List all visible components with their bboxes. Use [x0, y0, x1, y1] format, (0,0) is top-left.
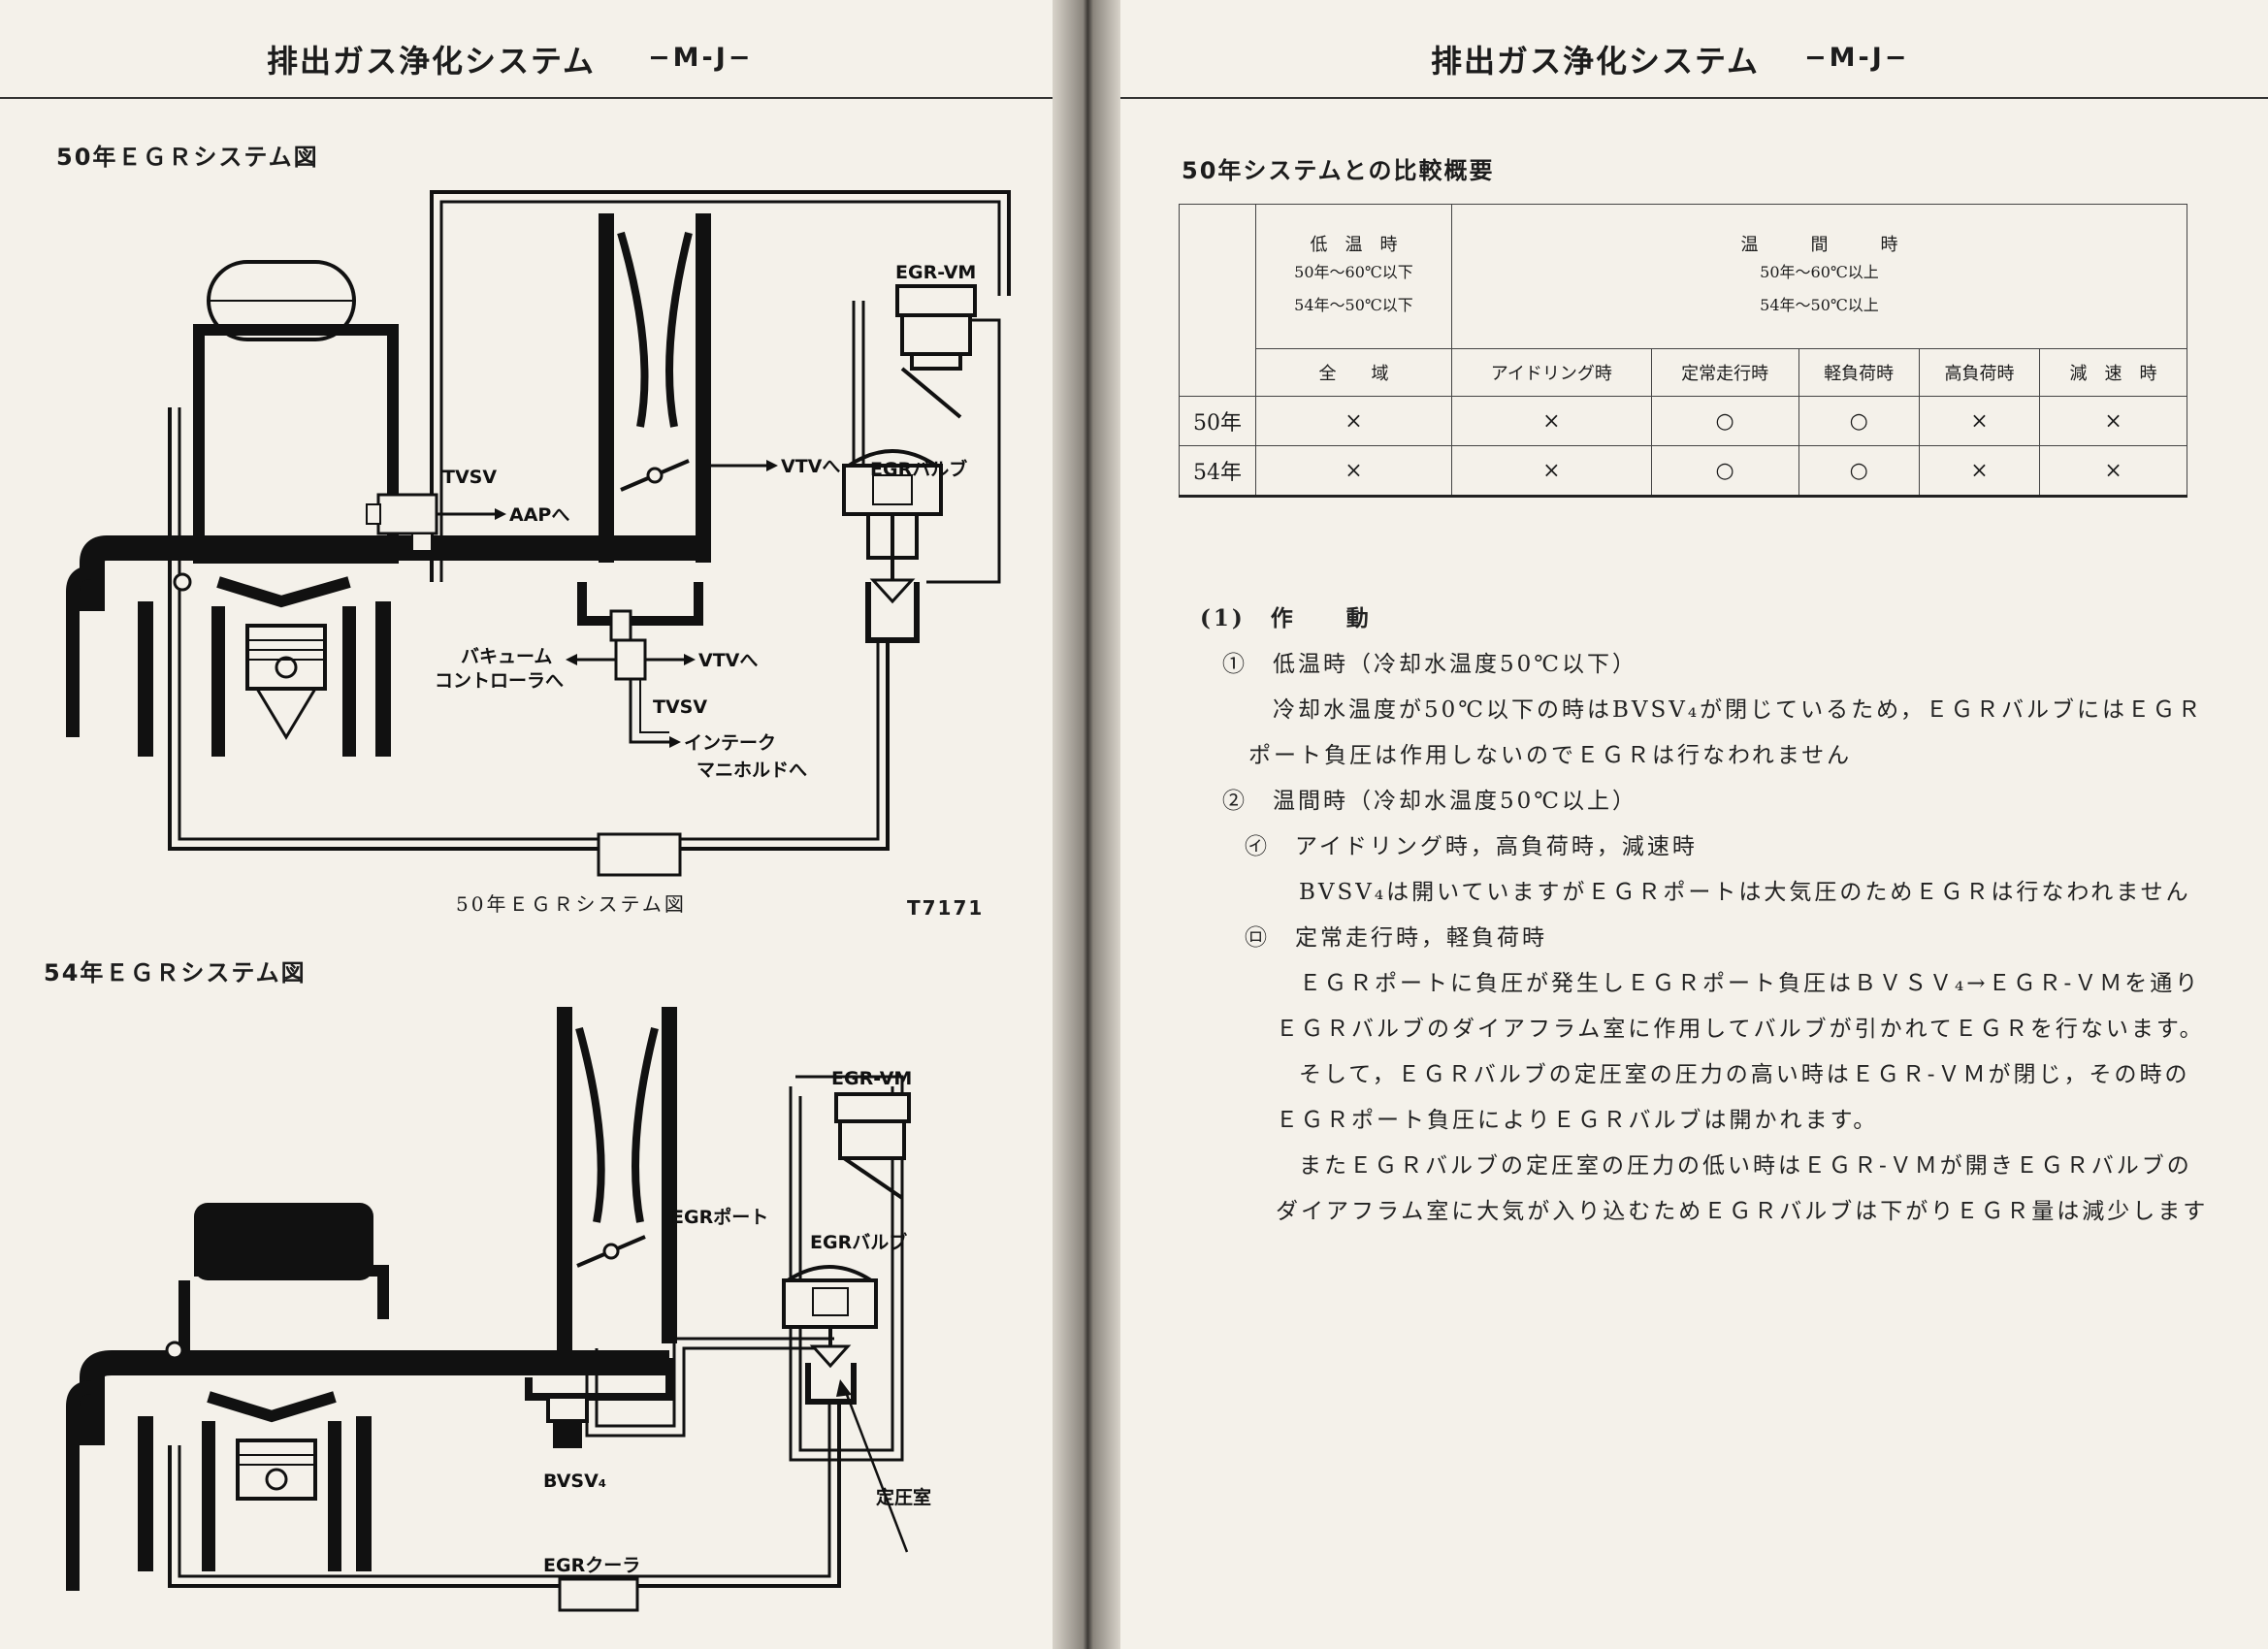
table-cell: ○	[1650, 445, 1799, 498]
fig1-label-vtv-top: VTVへ	[781, 456, 840, 477]
paragraph-line: ポート負圧は作用しないのでＥＧＲは行なわれません	[1248, 743, 1853, 768]
right-header-code: −M-J−	[1804, 43, 1910, 73]
fig1-heading: 50年ＥＧＲシステム図	[56, 144, 319, 171]
paragraph-line: 冷却水温度が50℃以下の時はBVSV₄が閉じているため，ＥＧＲバルブにはＥＧＲ	[1273, 697, 2203, 723]
fig1-label-intake-2: マニホルドへ	[697, 760, 807, 781]
paragraph-line: ＥＧＲバルブのダイアフラム室に作用してバルブが引かれてＥＧＲを行ないます。	[1276, 1017, 2205, 1042]
section-operation-heading: (1) 作 動	[1200, 605, 1372, 631]
column-header: アイドリング時	[1450, 348, 1652, 397]
table-cell: ×	[1255, 445, 1452, 498]
fig2-label-const-pressure: 定圧室	[876, 1486, 931, 1508]
table-row: 50年 × × ○ ○ × ×	[1179, 396, 2187, 446]
fig2-label-egr-port: EGRポート	[671, 1206, 768, 1228]
left-header-code: −M-J−	[648, 43, 754, 73]
book-gutter	[1053, 0, 1120, 1649]
left-header-rule	[0, 97, 1053, 99]
fig2-label-egr-valve: EGRバルブ	[810, 1231, 907, 1253]
fig1-label-tvsv-top: TVSV	[442, 467, 497, 488]
warm-header: 温 間 時 50年～60℃以上 54年～50℃以上	[1450, 204, 2188, 349]
right-header-rule	[1120, 97, 2268, 99]
table-cell: ×	[1918, 445, 2041, 498]
table-cell: ○	[1798, 445, 1920, 498]
table-cell: ×	[1255, 396, 1452, 446]
paragraph-line: ＥＧＲポートに負圧が発生しＥＧＲポート負圧はＢＶＳＶ₄→ＥＧＲ-ＶＭを通り	[1299, 971, 2201, 996]
paragraph-line: またＥＧＲバルブの定圧室の圧力の低い時はＥＧＲ-ＶＭが開きＥＧＲバルブの	[1299, 1153, 2192, 1179]
left-page: 排出ガス浄化システム −M-J− 50年ＥＧＲシステム図	[0, 0, 1053, 1649]
paragraph-line: そして，ＥＧＲバルブの定圧室の圧力の高い時はＥＧＲ-ＶＭが閉じ，その時の	[1299, 1062, 2190, 1087]
column-header: 全 域	[1255, 348, 1452, 397]
fig1-label-vacuum-ctrl-2: コントローラへ	[435, 670, 564, 692]
fig1-figure-number: T7171	[907, 896, 985, 920]
item-warm-heading: ② 温間時（冷却水温度50℃以上）	[1222, 789, 1637, 814]
comparison-section-title: 50年システムとの比較概要	[1182, 157, 1495, 184]
right-page: 排出ガス浄化システム −M-J− 50年システムとの比較概要 低 温 時 50年…	[1120, 0, 2268, 1649]
table-cell: ×	[1450, 396, 1652, 446]
subitem-b-heading: ㋺ 定常走行時，軽負荷時	[1245, 925, 1547, 951]
left-header-title: 排出ガス浄化システム	[267, 43, 597, 80]
column-header: 定常走行時	[1650, 348, 1799, 397]
table-cell: ×	[1918, 396, 2041, 446]
fig1-diagram: EGR-VM TVSV AAPへ VTVへ EGRバルブ バキューム コントロー…	[66, 190, 1011, 877]
fig2-label-egr-vm: EGR-VM	[831, 1068, 912, 1089]
comparison-table: 低 温 時 50年～60℃以下 54年～50℃以下 温 間 時 50年～60℃以…	[1179, 204, 2188, 498]
table-cell: ×	[2039, 445, 2187, 498]
fig1-label-intake-1: インテーク	[684, 732, 776, 754]
fig2-label-bvsv: BVSV₄	[543, 1471, 606, 1492]
item-low-temp-heading: ① 低温時（冷却水温度50℃以下）	[1222, 652, 1637, 677]
row-label: 50年	[1179, 396, 1256, 446]
fig2-label-egr-cooler: EGRクーラ	[543, 1555, 640, 1576]
table-row: 54年 × × ○ ○ × ×	[1179, 445, 2187, 498]
fig1-label-tvsv-bottom: TVSV	[653, 696, 707, 718]
subitem-a-heading: ㋑ アイドリング時，高負荷時，減速時	[1245, 834, 1698, 859]
table-cell: ○	[1798, 396, 1920, 446]
column-header: 軽負荷時	[1798, 348, 1920, 397]
fig1-caption: 50年ＥＧＲシステム図	[456, 892, 687, 916]
table-cell: ○	[1650, 396, 1799, 446]
column-header: 高負荷時	[1918, 348, 2041, 397]
table-cell: ×	[2039, 396, 2187, 446]
fig1-label-vtv-bottom: VTVへ	[698, 650, 758, 671]
right-header-title: 排出ガス浄化システム	[1431, 43, 1761, 80]
paragraph-line: ＥＧＲポート負圧によりＥＧＲバルブは開かれます。	[1276, 1108, 1879, 1133]
fig1-label-egr-vm: EGR-VM	[895, 262, 976, 283]
fig1-label-aap: AAPへ	[509, 504, 569, 526]
table-corner-cell	[1179, 204, 1256, 397]
column-header: 減 速 時	[2039, 348, 2187, 397]
paragraph-line: ダイアフラム室に大気が入り込むためＥＧＲバルブは下がりＥＧＲ量は減少します	[1276, 1199, 2209, 1224]
fig1-label-egr-valve: EGRバルブ	[870, 458, 967, 480]
fig1-label-vacuum-ctrl-1: バキューム	[461, 646, 552, 667]
fig2-diagram: EGR-VM EGRポート EGRバルブ BVSV₄ 定圧室 EGRクーラ	[66, 1007, 931, 1612]
row-label: 54年	[1179, 445, 1256, 498]
table-cell: ×	[1450, 445, 1652, 498]
paragraph-line: BVSV₄は開いていますがＥＧＲポートは大気圧のためＥＧＲは行なわれません	[1299, 880, 2191, 905]
fig2-heading: 54年ＥＧＲシステム図	[44, 959, 307, 986]
low-temp-header: 低 温 時 50年～60℃以下 54年～50℃以下	[1255, 204, 1452, 349]
